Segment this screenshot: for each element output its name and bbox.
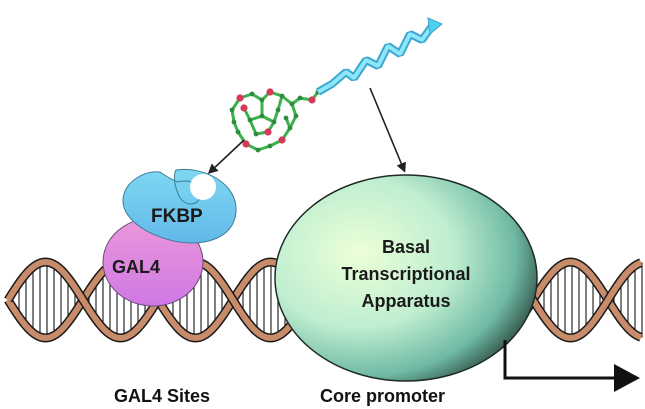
ligand-atom <box>235 129 241 135</box>
basal-apparatus: Basal Transcriptional Apparatus <box>274 174 538 382</box>
basal-label-line3: Apparatus <box>361 291 450 311</box>
ligand-atom <box>242 140 250 148</box>
ligand-atom <box>255 147 261 153</box>
arrow-ligand-to-fkbp <box>207 139 245 175</box>
ligand-tail-arrowhead <box>427 17 443 35</box>
ligand-atom <box>297 95 303 101</box>
ligand-atom <box>271 119 277 125</box>
ligand-atom <box>247 117 253 123</box>
ligand-atom <box>259 113 265 119</box>
gal4-fkbp-protein: FKBP GAL4 <box>102 168 237 307</box>
arrow-ligand-to-apparatus <box>369 87 406 173</box>
ligand-bond <box>276 95 284 111</box>
ligand-atom <box>283 115 289 121</box>
ligand-atom <box>289 101 295 107</box>
gal4-label: GAL4 <box>112 257 160 277</box>
basal-label-line1: Basal <box>382 237 430 257</box>
core-promoter-label: Core promoter <box>320 386 445 406</box>
ligand-helix-highlight <box>317 24 434 94</box>
transcription-start-arrow <box>503 340 640 392</box>
ligand-atom <box>249 91 255 97</box>
synthetic-ligand <box>229 17 443 153</box>
ligand-atom <box>240 104 248 112</box>
gal4-sites-label: GAL4 Sites <box>114 386 210 406</box>
ligand-atom <box>266 88 274 96</box>
ligand-atom <box>264 128 272 136</box>
basal-label-line2: Transcriptional <box>341 264 470 284</box>
ligand-atom <box>229 107 235 113</box>
ligand-ball-stick <box>229 88 321 153</box>
ligand-atom <box>293 113 299 119</box>
fkbp-label: FKBP <box>151 206 203 227</box>
ligand-atom <box>231 119 237 125</box>
ligand-atom <box>308 96 316 104</box>
basal-apparatus-ellipse <box>274 174 538 382</box>
ligand-atom <box>267 143 273 149</box>
ligand-atom <box>287 125 293 131</box>
ligand-atom <box>279 93 285 99</box>
ligand-atom <box>253 131 259 137</box>
ligand-atom <box>275 107 281 113</box>
ligand-atom <box>259 97 265 103</box>
ligand-atom <box>278 136 286 144</box>
ligand-atom <box>236 94 244 102</box>
ligand-bond <box>248 119 258 135</box>
fkbp-binding-pocket <box>190 174 216 200</box>
